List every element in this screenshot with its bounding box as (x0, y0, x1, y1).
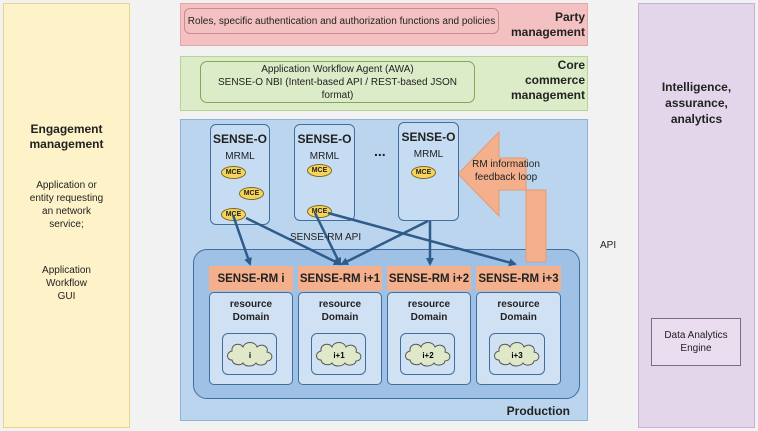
rd-line: resource (229, 299, 273, 310)
sense-o-box: SENSE-O MRML MCE MCE MCE (210, 124, 270, 225)
engagement-gui-line: Application (42, 265, 91, 276)
engagement-management-panel: Engagement management Application or ent… (3, 3, 130, 428)
mce-badge: MCE (221, 208, 246, 221)
sense-o-box: SENSE-O MRML MCE MCE (294, 124, 355, 221)
party-label-line: management (510, 25, 585, 39)
engagement-description: Application or entity requesting an netw… (12, 179, 121, 231)
party-roles-box: Roles, specific authentication and autho… (184, 8, 499, 34)
api-arrow (313, 212, 342, 266)
mrml-label: MRML (309, 151, 340, 162)
resource-domain-label: resource Domain (388, 298, 470, 324)
mce-badge: MCE (307, 205, 332, 218)
engagement-desc-line: service; (49, 219, 84, 230)
api-arrow (327, 211, 517, 267)
engagement-title-line: management (29, 137, 104, 151)
rd-line: Domain (232, 312, 270, 323)
awa-box: Application Workflow Agent (AWA) SENSE-O… (200, 61, 475, 103)
sense-rm-header: SENSE-RM i (209, 266, 293, 291)
resource-domain-label: resource Domain (477, 298, 560, 324)
sense-rm-header: SENSE-RM i+2 (387, 266, 471, 291)
api-arrow (245, 216, 342, 266)
mrml-label: MRML (413, 149, 444, 160)
core-label-line: Core (557, 58, 585, 72)
mce-badge: MCE (239, 187, 264, 200)
party-label-line: Party (554, 10, 585, 24)
feedback-line: feedback loop (474, 172, 538, 183)
rd-line: resource (497, 299, 540, 310)
data-analytics-engine-box: Data Analytics Engine (651, 318, 741, 366)
cloud-label: i+3 (511, 351, 523, 360)
mce-badge: MCE (307, 164, 332, 177)
sense-rm-header: SENSE-RM i+3 (476, 266, 561, 291)
rd-line: resource (318, 299, 362, 310)
api-label: API (600, 240, 617, 251)
core-label-line: management (510, 88, 585, 102)
engine-line: Data Analytics (664, 330, 728, 341)
rd-line: Domain (321, 312, 359, 323)
engagement-title: Engagement management (4, 122, 129, 152)
engagement-gui-line: GUI (57, 291, 76, 302)
engagement-desc-line: entity requesting (29, 193, 104, 204)
feedback-line: RM information (472, 159, 540, 170)
core-label-line: commerce (524, 73, 585, 87)
engagement-gui-line: Workflow (46, 278, 87, 289)
awa-line: Application Workflow Agent (AWA) (261, 63, 414, 75)
feedback-arrow-shape (457, 130, 547, 263)
party-management-band (180, 3, 588, 46)
api-arrow (340, 219, 429, 266)
intelligence-title: Intelligence, assurance, analytics (639, 79, 754, 127)
engagement-desc-line: Application or (36, 180, 97, 191)
nbi-line: SENSE-O NBI (Intent-based API / REST-bas… (218, 76, 457, 101)
party-management-label: Party management (500, 10, 585, 40)
sense-o-box: SENSE-O MRML MCE (398, 122, 459, 221)
intelligence-title-line: Intelligence, (661, 80, 732, 94)
intelligence-title-line: assurance, (665, 96, 728, 110)
core-commerce-label: Core commerce management (490, 58, 585, 103)
cloud-label: i+1 (333, 351, 345, 360)
production-label: Production (506, 404, 570, 418)
ellipsis: ... (374, 143, 386, 159)
resource-domain-label: resource Domain (210, 298, 292, 324)
feedback-loop-label: RM information feedback loop (470, 158, 542, 184)
engagement-title-line: Engagement (30, 122, 103, 136)
mce-badge: MCE (411, 166, 436, 179)
sense-rm-header: SENSE-RM i+1 (298, 266, 382, 291)
rd-line: Domain (410, 312, 448, 323)
api-arrow (231, 214, 252, 266)
engine-line: Engine (680, 343, 712, 354)
sense-o-title: SENSE-O (401, 130, 456, 144)
engagement-desc-line: an network (42, 206, 91, 217)
cloud-label: i (249, 351, 251, 360)
mrml-label: MRML (225, 151, 255, 162)
mce-badge: MCE (221, 166, 246, 179)
sense-rm-api-label: SENSE-RM API (290, 232, 362, 243)
resource-domain-label: resource Domain (299, 298, 381, 324)
sense-o-title: SENSE-O (297, 132, 352, 146)
engagement-gui: Application Workflow GUI (12, 264, 121, 303)
rd-line: Domain (500, 312, 537, 323)
intelligence-title-line: analytics (670, 112, 723, 126)
sense-o-title: SENSE-O (212, 132, 267, 146)
core-commerce-band (180, 56, 588, 111)
rd-line: resource (407, 299, 451, 310)
cloud-label: i+2 (422, 351, 434, 360)
